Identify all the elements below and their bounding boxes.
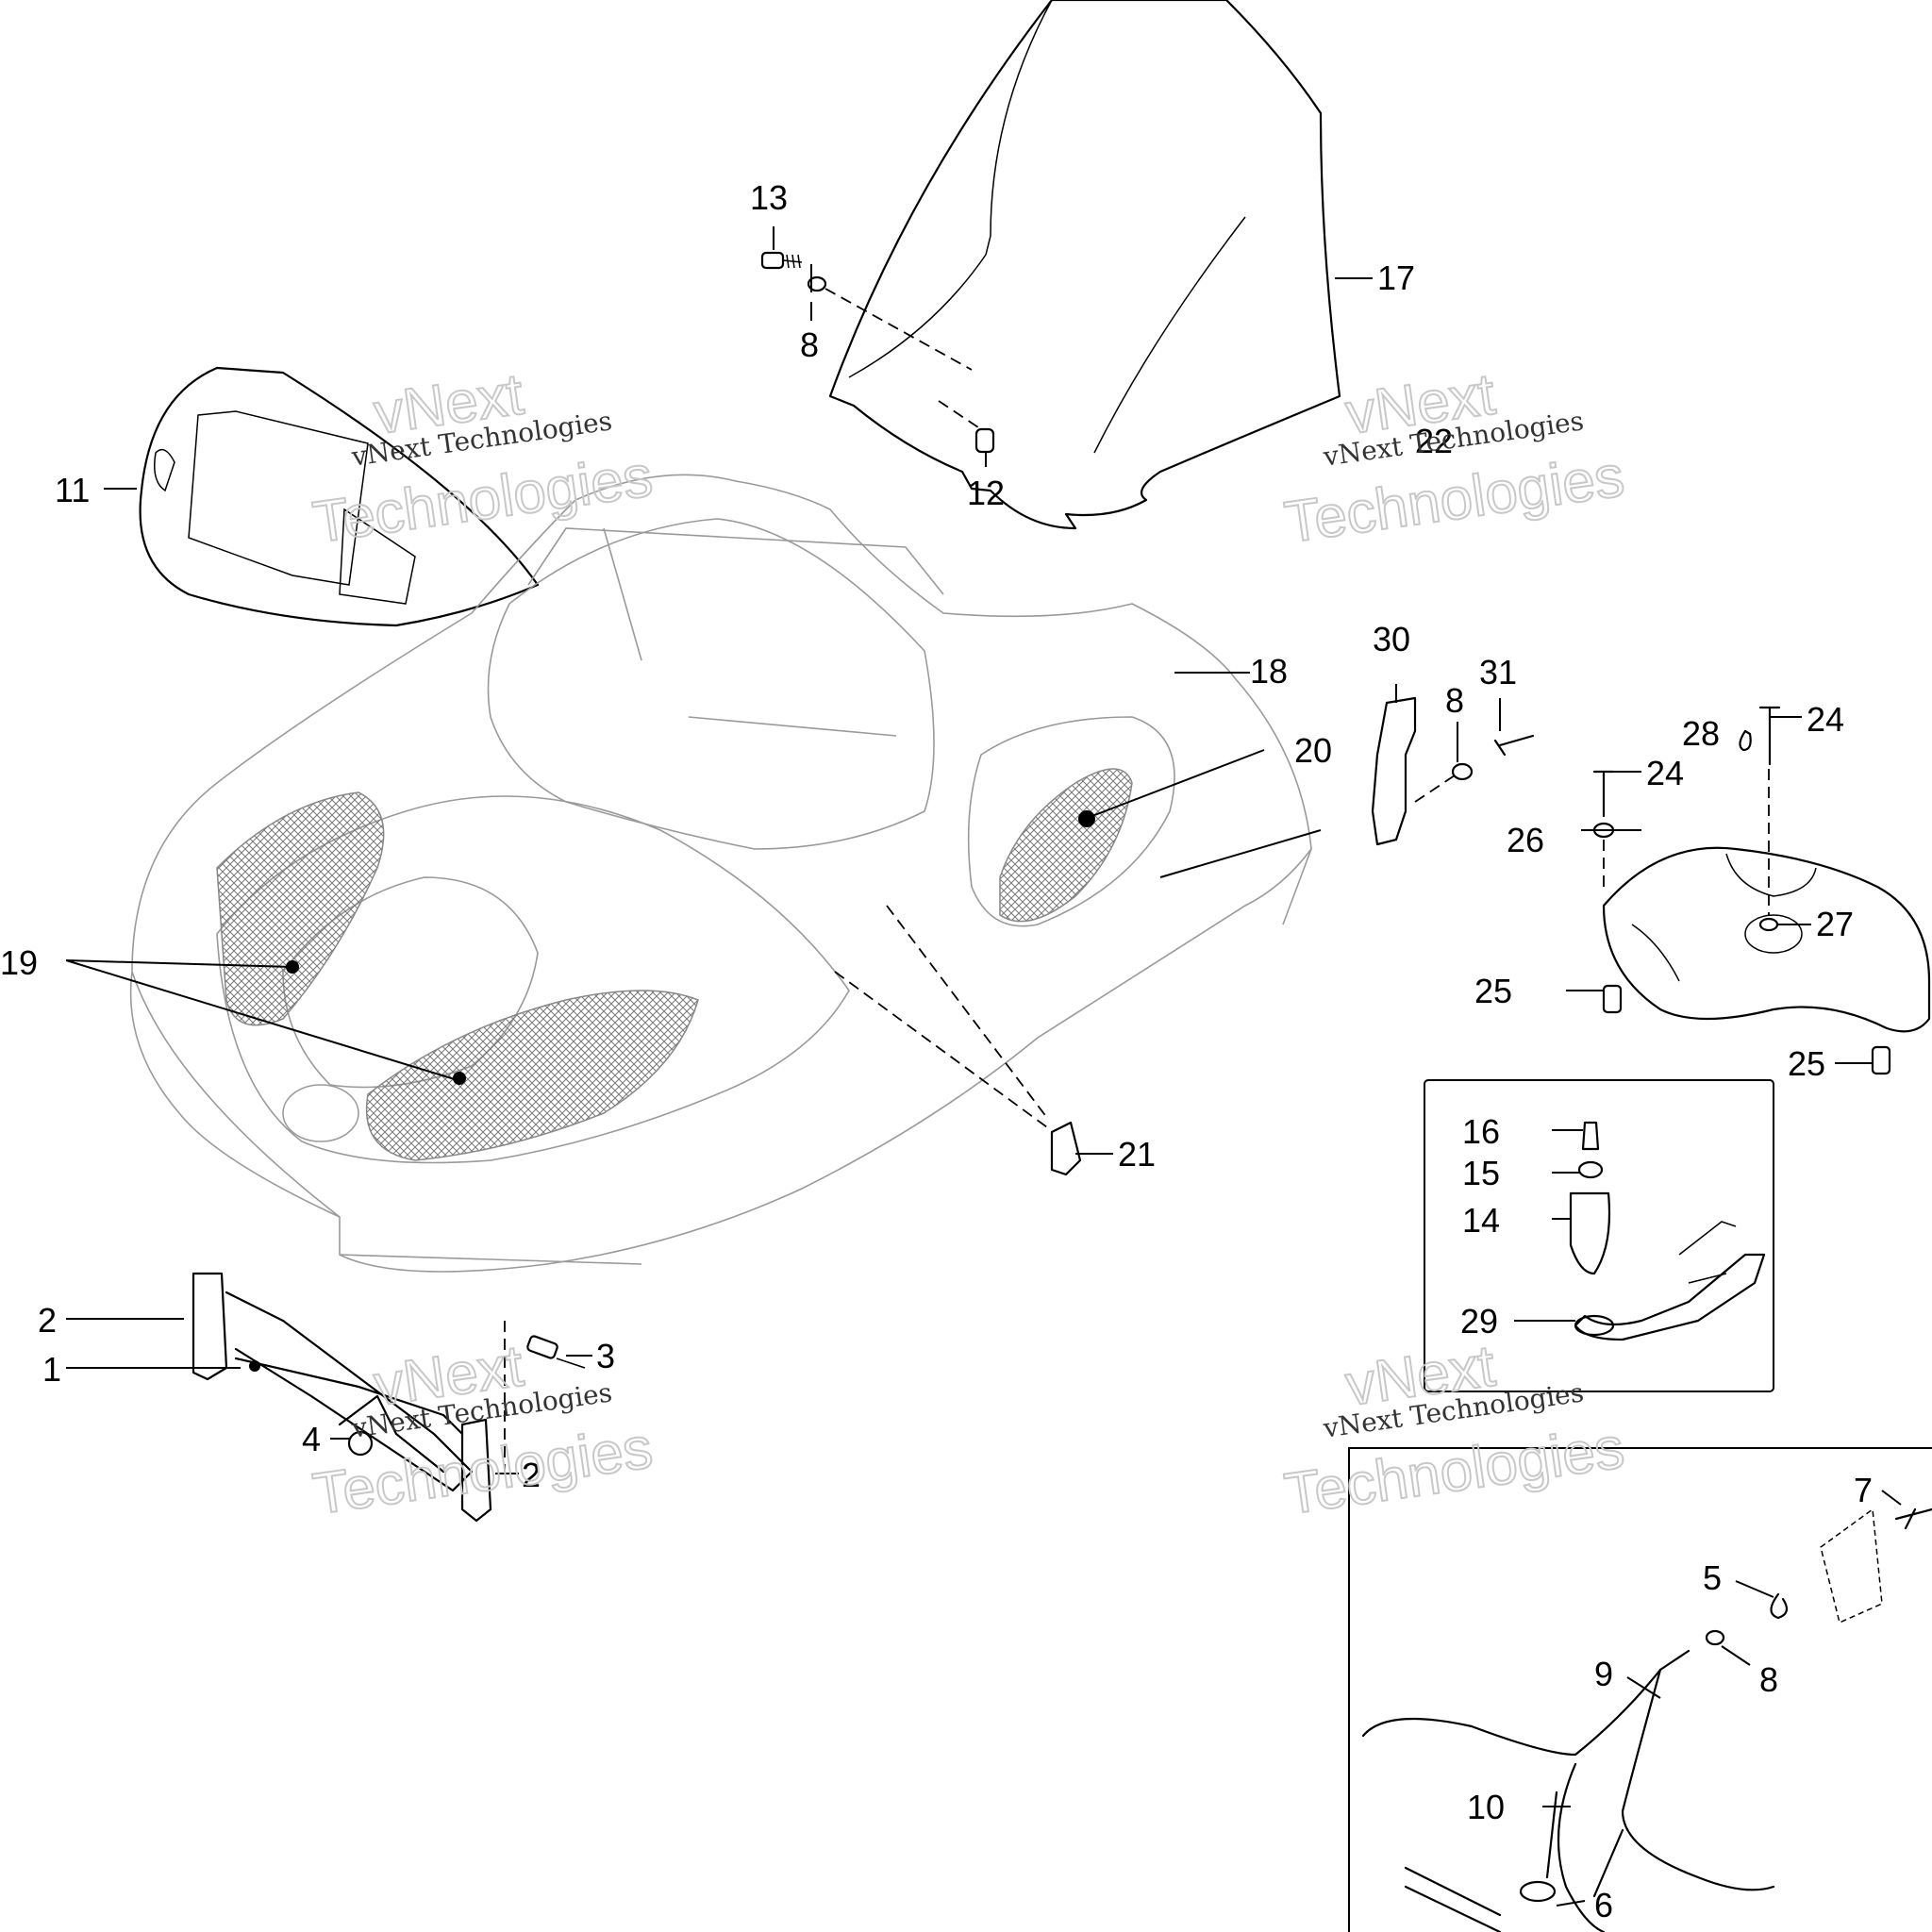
callout-8-top: 8 — [800, 325, 819, 364]
callout-8-bottom: 8 — [1759, 1660, 1778, 1699]
callout-19: 19 — [0, 943, 38, 982]
callout-21: 21 — [1118, 1135, 1156, 1174]
callout-28: 28 — [1682, 714, 1720, 753]
callout-24-right: 24 — [1807, 700, 1844, 739]
inset-box-top — [1424, 1079, 1774, 1392]
callout-29: 29 — [1460, 1302, 1498, 1341]
callout-13: 13 — [750, 178, 788, 217]
callout-labels: 13 8 12 17 22 11 18 20 19 21 2 1 3 4 2 3… — [0, 178, 1873, 1924]
callout-15: 15 — [1462, 1154, 1500, 1192]
callout-25-bottom: 25 — [1788, 1044, 1825, 1083]
callout-9: 9 — [1594, 1655, 1613, 1693]
mount-bracket — [1371, 696, 1535, 846]
callout-31: 31 — [1479, 653, 1517, 691]
gauge-console — [139, 366, 540, 627]
clip — [834, 905, 1082, 1176]
callout-6: 6 — [1594, 1886, 1613, 1924]
callout-5: 5 — [1703, 1558, 1722, 1597]
callout-12: 12 — [967, 474, 1005, 512]
callout-3: 3 — [596, 1337, 615, 1375]
callout-26: 26 — [1507, 821, 1544, 859]
heat-shield-cover — [1592, 706, 1931, 1075]
callout-20: 20 — [1294, 731, 1332, 770]
callout-8-mid: 8 — [1445, 681, 1464, 720]
callout-30: 30 — [1373, 620, 1410, 658]
callout-1: 1 — [42, 1350, 61, 1389]
hood — [129, 474, 1312, 1273]
mesh-inserts — [216, 768, 1133, 1161]
windshield-screw — [760, 251, 995, 454]
callout-17: 17 — [1377, 258, 1415, 297]
callout-16: 16 — [1462, 1112, 1500, 1151]
inset-box-bottom — [1348, 1447, 1932, 1932]
callout-2-right: 2 — [522, 1456, 541, 1494]
callout-4: 4 — [302, 1420, 321, 1458]
hood-bracket — [192, 1272, 586, 1523]
windshield — [828, 0, 1341, 530]
callout-25-top: 25 — [1474, 972, 1512, 1010]
callout-18: 18 — [1250, 652, 1288, 691]
leader-lines — [65, 226, 1902, 1907]
callout-2-left: 2 — [38, 1301, 57, 1340]
watermark-top-left: vNext vNext Technologies Technologies — [308, 360, 658, 556]
callout-22: 22 — [1415, 422, 1453, 460]
callout-24-left: 24 — [1646, 754, 1684, 792]
watermark-top-right: vNext vNext Technologies Technologies — [1280, 360, 1629, 556]
watermark-bottom-right: vNext vNext Technologies Technologies — [1280, 1332, 1629, 1527]
callout-7: 7 — [1854, 1471, 1873, 1509]
callout-14: 14 — [1462, 1201, 1500, 1240]
callout-11: 11 — [55, 471, 90, 509]
callout-27: 27 — [1816, 905, 1854, 943]
callout-10: 10 — [1467, 1788, 1505, 1826]
